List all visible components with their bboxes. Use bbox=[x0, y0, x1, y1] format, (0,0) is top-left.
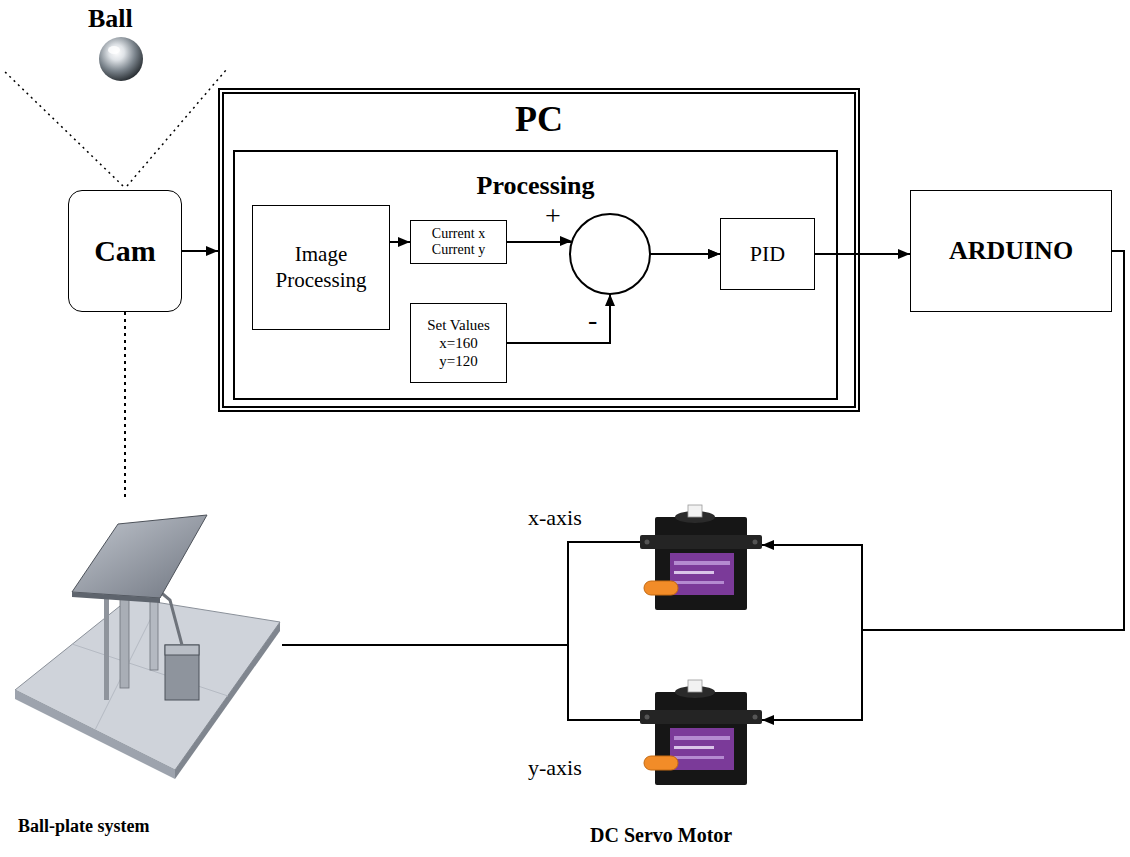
arrow-head bbox=[560, 236, 572, 246]
servo-motor: y-axis bbox=[640, 680, 762, 790]
arrow-head bbox=[605, 294, 615, 306]
servo-motor: x-axis bbox=[640, 505, 762, 615]
box-label: ARDUINO bbox=[949, 235, 1073, 266]
setpoint-box: Set Values x=160 y=120 bbox=[410, 303, 507, 383]
connector bbox=[182, 250, 218, 252]
summing-junction bbox=[570, 214, 650, 294]
box-title: Processing bbox=[477, 170, 595, 201]
ball-plate-system: Ball-plate system bbox=[10, 500, 282, 790]
sign-label: - bbox=[588, 304, 597, 336]
box-label: Cam bbox=[94, 233, 156, 269]
box-label: PID bbox=[750, 241, 785, 267]
servo-illustration bbox=[640, 505, 762, 610]
ball-plate-illustration bbox=[15, 515, 280, 779]
microcontroller-box: ARDUINO bbox=[910, 190, 1112, 312]
part-name: DC Servo Motor bbox=[590, 824, 732, 847]
signal-box: Current x Current y bbox=[410, 220, 507, 264]
servo-illustration bbox=[640, 680, 762, 785]
connector bbox=[762, 251, 1124, 630]
part-label: y-axis bbox=[528, 755, 582, 781]
controller-box: PID bbox=[720, 218, 815, 290]
camera-box: Cam bbox=[68, 190, 182, 312]
sign-label: + bbox=[545, 200, 561, 232]
camera-view-lines bbox=[3, 70, 226, 186]
part-name: Ball bbox=[88, 4, 133, 34]
connector bbox=[282, 645, 640, 720]
connector bbox=[282, 542, 640, 645]
connector bbox=[762, 251, 1124, 720]
process-box: Image Processing bbox=[252, 205, 390, 330]
steel-ball bbox=[99, 37, 143, 81]
part-label: x-axis bbox=[528, 505, 582, 531]
connector bbox=[815, 253, 910, 255]
processing-box: ProcessingImage Processing Current x Curr… bbox=[233, 150, 838, 400]
pc-box: PC ProcessingImage Processing Current x Cu… bbox=[218, 88, 860, 412]
dotted-connector bbox=[124, 312, 126, 500]
box-label: Image Processing bbox=[261, 242, 381, 292]
part-label: Ball-plate system bbox=[18, 816, 149, 838]
box-label: Set Values x=160 y=120 bbox=[422, 316, 496, 370]
box-label: Current x Current y bbox=[423, 226, 495, 258]
box-title: PC bbox=[515, 98, 563, 141]
connector bbox=[390, 241, 410, 243]
